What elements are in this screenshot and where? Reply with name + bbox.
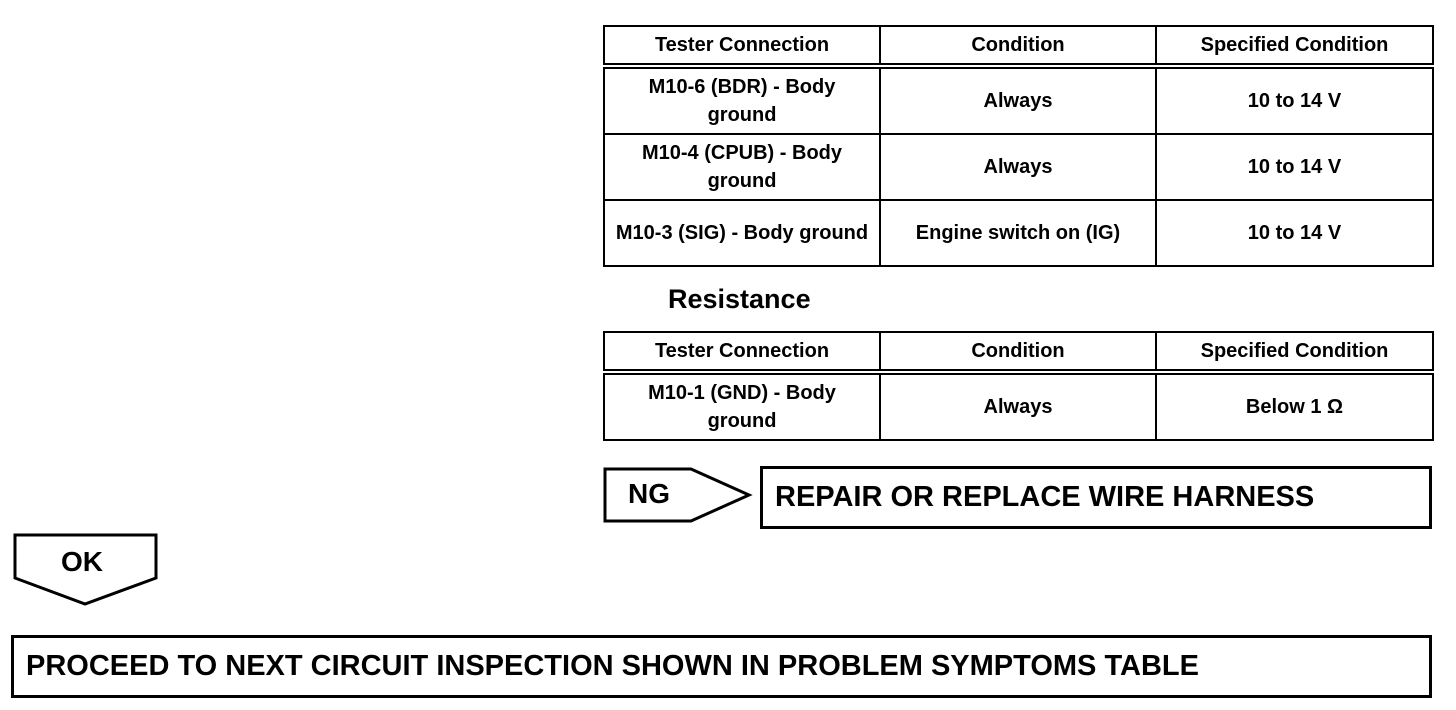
ok-result-text: PROCEED TO NEXT CIRCUIT INSPECTION SHOWN… [26, 650, 1199, 682]
condition-cell: Engine switch on (IG) [879, 199, 1157, 267]
ng-result-text: REPAIR OR REPLACE WIRE HARNESS [775, 481, 1315, 513]
table-row: M10-6 (BDR) - Body ground Always 10 to 1… [603, 65, 1434, 135]
table-row: M10-4 (CPUB) - Body ground Always 10 to … [603, 133, 1434, 201]
tester-connection-cell: M10-6 (BDR) - Body ground [603, 65, 881, 135]
specified-condition-cell: 10 to 14 V [1155, 65, 1434, 135]
header-condition: Condition [879, 331, 1157, 375]
tester-connection-cell: M10-3 (SIG) - Body ground [603, 199, 881, 267]
ng-label: NG [628, 478, 670, 509]
header-tester-connection: Tester Connection [603, 25, 881, 69]
condition-cell: Always [879, 371, 1157, 441]
ng-arrow-icon [603, 467, 753, 523]
condition-cell: Always [879, 65, 1157, 135]
table-row: M10-3 (SIG) - Body ground Engine switch … [603, 199, 1434, 267]
header-condition: Condition [879, 25, 1157, 69]
header-tester-connection: Tester Connection [603, 331, 881, 375]
voltage-spec-table: Tester Connection Condition Specified Co… [603, 25, 1434, 267]
tester-connection-cell: M10-1 (GND) - Body ground [603, 371, 881, 441]
header-specified-condition: Specified Condition [1155, 25, 1434, 69]
table-row: M10-1 (GND) - Body ground Always Below 1… [603, 371, 1434, 441]
tester-connection-cell: M10-4 (CPUB) - Body ground [603, 133, 881, 201]
resistance-spec-table: Tester Connection Condition Specified Co… [603, 331, 1434, 441]
condition-cell: Always [879, 133, 1157, 201]
ok-label: OK [61, 546, 103, 577]
specified-condition-cell: 10 to 14 V [1155, 199, 1434, 267]
table-header-row: Tester Connection Condition Specified Co… [603, 331, 1434, 375]
header-specified-condition: Specified Condition [1155, 331, 1434, 375]
ok-result-box: PROCEED TO NEXT CIRCUIT INSPECTION SHOWN… [11, 635, 1432, 698]
ok-arrow-icon [13, 533, 158, 606]
ng-result-box: REPAIR OR REPLACE WIRE HARNESS [760, 466, 1432, 529]
specified-condition-cell: Below 1 Ω [1155, 371, 1434, 441]
specified-condition-cell: 10 to 14 V [1155, 133, 1434, 201]
resistance-heading: Resistance [668, 284, 811, 314]
table-header-row: Tester Connection Condition Specified Co… [603, 25, 1434, 69]
